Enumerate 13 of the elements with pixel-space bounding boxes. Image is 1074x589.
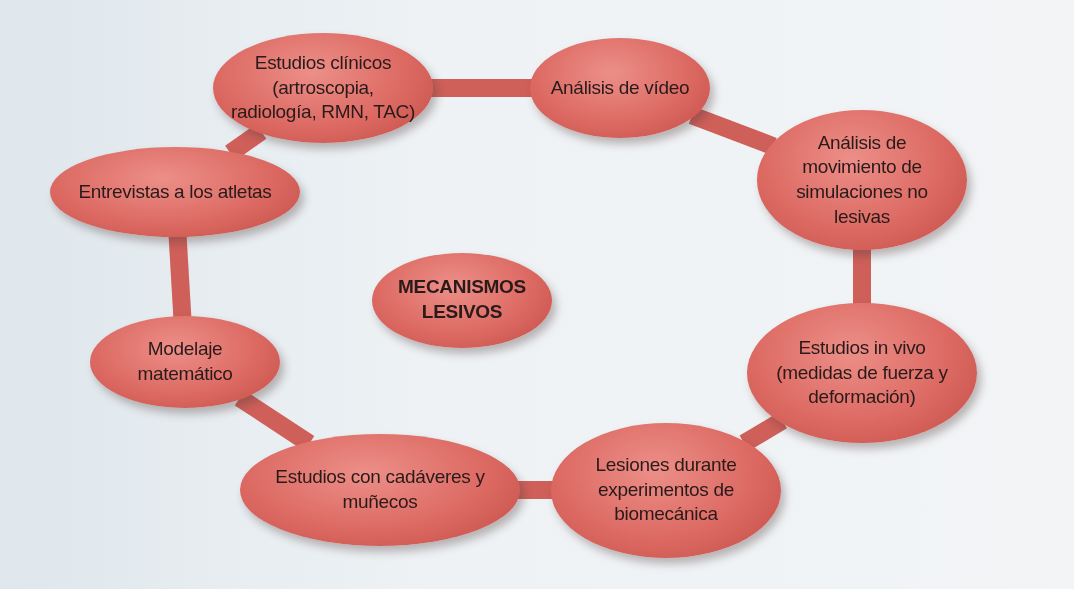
node-text: Estudios con cadáveres y muñecos — [274, 465, 486, 514]
node-text: Modelaje matemático — [136, 337, 234, 386]
node-text: MECANISMOS LESIVOS — [397, 275, 527, 324]
connector-band — [853, 247, 871, 306]
node-text: Lesiones durante experimentos de biomecánica — [594, 452, 738, 527]
node-text: Estudios in vivo (medidas de fuerza y deformación) — [775, 335, 949, 410]
node-text: Estudios clínicos (artroscopia, radiología, RMN, TAC) — [229, 50, 417, 125]
node-text: Entrevistas a los atletas — [78, 179, 272, 204]
node-text: Análisis de movimiento de simulaciones no lesivas — [795, 130, 929, 229]
connector-band — [429, 79, 533, 97]
ellipse-node — [50, 147, 300, 237]
connector-band — [168, 235, 192, 318]
node-text: Análisis de vídeo — [550, 75, 690, 100]
